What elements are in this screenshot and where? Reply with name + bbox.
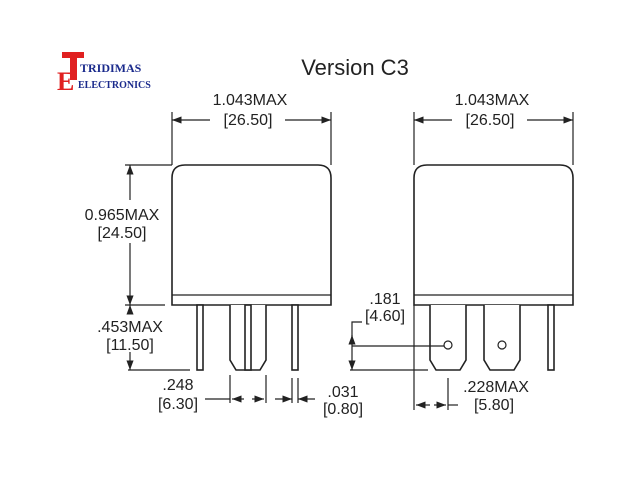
left-width-mm: [26.50] — [224, 112, 273, 129]
right-width-in: 1.043MAX — [455, 92, 530, 109]
left-lead-mm: [11.50] — [106, 337, 154, 354]
company-logo: E TRIDIMAS ELECTRONICS — [57, 52, 151, 96]
left-blade-mm: [6.30] — [158, 396, 198, 413]
left-pin-mm: [0.80] — [323, 401, 363, 418]
right-offset-mm: [5.80] — [474, 397, 514, 414]
logo-initial-e: E — [57, 67, 74, 96]
left-height-mm: [24.50] — [98, 225, 147, 242]
right-hole-in: .181 — [369, 291, 400, 308]
left-view: 1.043MAX [26.50] 0.965MAX [24.50] .453MA… — [85, 92, 363, 418]
left-lead-in: .453MAX — [97, 319, 163, 336]
logo-line2: ELECTRONICS — [78, 80, 151, 91]
logo-line1: TRIDIMAS — [80, 61, 142, 75]
left-blade-in: .248 — [162, 377, 193, 394]
page-title: Version C3 — [301, 55, 409, 80]
left-height-in: 0.965MAX — [85, 207, 160, 224]
right-view: 1.043MAX [26.50] .181 [4.60] .228MAX [5.… — [348, 92, 574, 414]
right-offset-in: .228MAX — [463, 379, 529, 396]
right-width-mm: [26.50] — [466, 112, 515, 129]
left-width-in: 1.043MAX — [213, 92, 288, 109]
left-pin-in: .031 — [327, 384, 358, 401]
right-hole-mm: [4.60] — [365, 308, 405, 325]
